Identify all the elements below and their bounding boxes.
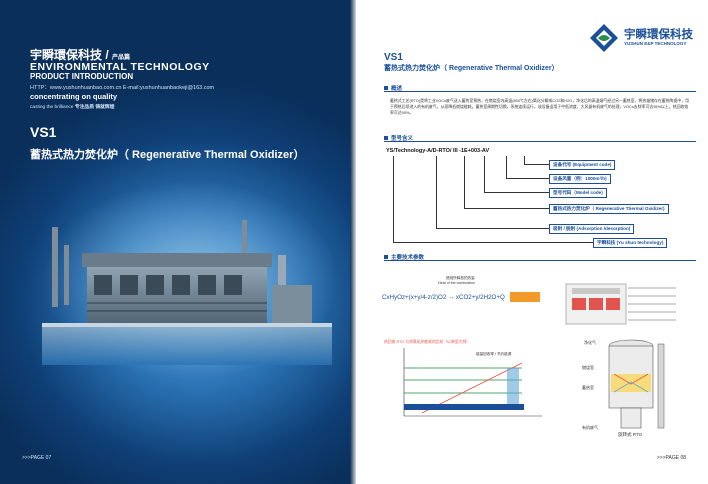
page-number-right: >>>PAGE 08 (656, 455, 686, 461)
chart-title: 热回收 RTO 与热氧化炉能耗的比较（以单室为例） (384, 340, 470, 344)
page-number-left: >>>PAGE 07 (22, 455, 52, 461)
section-model-meaning: 型号含义 (384, 134, 696, 143)
connector-line (464, 208, 549, 209)
code-label-equipment: 设备代号 (Equipment code) (549, 160, 616, 170)
connector-line (464, 156, 465, 208)
connector-line (484, 156, 485, 192)
connector-line (524, 156, 525, 164)
section-bullet (384, 136, 388, 140)
stack-caption: 旋转式 RTO (618, 432, 643, 437)
connector-line (506, 178, 549, 179)
brand-name-en: ENVIRONMENTAL TECHNOLOGY (30, 61, 210, 73)
contact-info: HTTP：www.yushunhuanbao.com.cn E-mail:yus… (30, 85, 215, 91)
section-label: 型号含义 (391, 136, 414, 142)
energy-comparison-chart (403, 348, 542, 417)
product-title: 蓄热式热力焚化炉（ Regenerative Thermal Oxidizer） (384, 65, 559, 72)
combustion-equation: CxHyOz+(x+y/4-z/2)O2 → xCO2+y/2H2O+Q (382, 294, 505, 301)
slogan-en: concentrating on quality (30, 92, 118, 101)
stack-label-combustion: 燃烧室 (582, 365, 594, 370)
equation-note-en: Heat of the combustion (438, 281, 475, 285)
left-page: 宇瞬環保科技 / 产品篇 ENVIRONMENTAL TECHNOLOGY PR… (0, 0, 352, 484)
connector-line (484, 192, 549, 193)
center-fold (350, 0, 360, 484)
section-rule (384, 141, 696, 143)
legend-item: 节约能源 (496, 352, 512, 356)
code-label-model: 型号代码（Model code) (549, 188, 607, 198)
section-tech-params: 主要技术参数 (384, 253, 696, 262)
product-intro-label: PRODUCT INTRODUCTION (30, 72, 134, 81)
rto-schematic (565, 283, 676, 325)
section-rule (384, 91, 696, 93)
rotary-rto-diagram (608, 339, 665, 429)
connector-line (436, 228, 549, 229)
section-bullet (384, 86, 388, 90)
connector-line (393, 156, 394, 242)
slogan-line2: casting the brilliance 专注品质 铸就辉煌 (30, 105, 115, 110)
right-page: 宇瞬環保科技 YUSHUN E&P TECHNOLOGY VS1 蓄热式热力焚化… (356, 0, 708, 484)
stack-label-regenerator: 蓄热室 (582, 385, 594, 390)
model-code: YS/Technology-A/D-RTO/ III -1E+003-AV (386, 148, 490, 154)
rto-plant-photo (42, 220, 332, 365)
code-label-adsorption: 吸附 / 脱附 (Adsorption /desorption) (549, 224, 635, 234)
legend-item: 能量回收率 (476, 352, 494, 356)
section-label: 概述 (391, 86, 403, 92)
model-number: VS1 (384, 52, 403, 63)
section-label: 主要技术参数 (391, 255, 425, 261)
overview-text: 蓄热式工艺(RTO)是将工业VOCs废气送入蓄热室预热，在燃烧室内高温(800℃… (390, 98, 690, 116)
section-overview: 概述 (384, 84, 696, 93)
logo-text-cn: 宇瞬環保科技 (624, 29, 693, 41)
section-bullet (384, 255, 388, 259)
stack-label-voc-gas: 有机废气 (582, 425, 598, 430)
code-label-rto: 蓄热式热力焚化炉（ Regenerative Thermal Oxidizer) (549, 204, 669, 214)
connector-line (436, 156, 437, 228)
logo-text-en: YUSHUN E&P TECHNOLOGY (624, 41, 687, 46)
combustion-equation-figure: 燃烧所释放的热量 Heat of the combustion CxHyOz+(… (382, 276, 542, 326)
section-rule (384, 260, 696, 262)
connector-line (506, 156, 507, 178)
model-number: VS1 (30, 124, 57, 140)
equation-note: 燃烧所释放的热量 (446, 276, 475, 280)
brand-name-cn: 宇瞬環保科技 / 产品篇 (30, 48, 131, 62)
company-logo: 宇瞬環保科技 YUSHUN E&P TECHNOLOGY (588, 22, 698, 56)
code-label-company: 宇瞬科技 (Yu shun technology) (593, 238, 668, 248)
equation-highlight (510, 292, 540, 302)
product-title: 蓄热式热力焚化炉（ Regenerative Thermal Oxidizer） (30, 149, 305, 161)
connector-line (524, 164, 549, 165)
chart-legend: 能量回收率 / 节约能源 (476, 352, 512, 356)
code-label-airflow: 设备风量（例：1000m³/h) (549, 174, 611, 184)
stack-label-clean-gas: 净化气 (584, 340, 596, 345)
logo-mark-icon (590, 24, 618, 52)
connector-line (393, 242, 593, 243)
